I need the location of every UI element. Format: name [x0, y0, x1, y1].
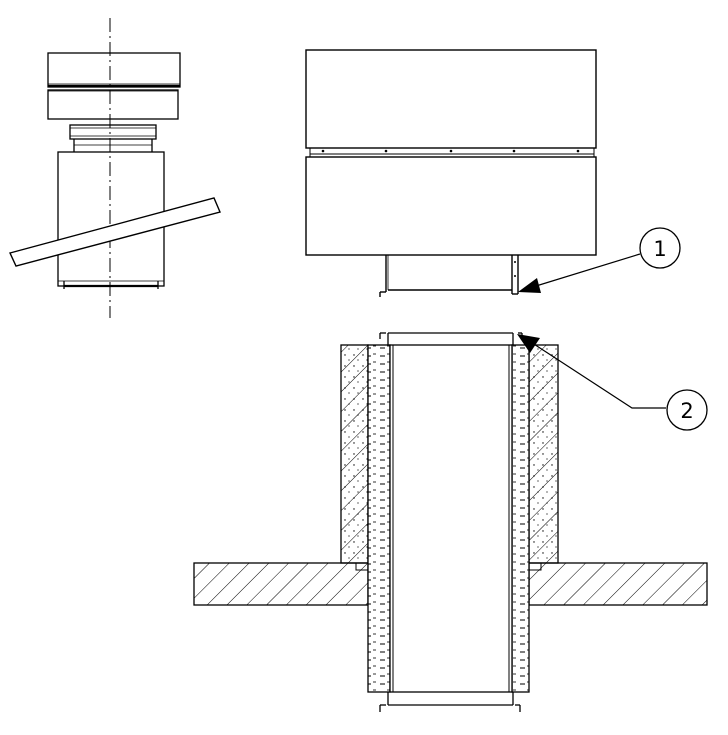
hood-band [309, 147, 595, 158]
inner-flue [389, 344, 513, 693]
floor-slab-left [193, 562, 369, 606]
callout-2: 2 [517, 334, 708, 431]
floor-slab-right [528, 562, 708, 606]
side-view-roof-penetration [9, 18, 221, 318]
callout-1-bubble [639, 227, 681, 269]
callout-1-number: 1 [653, 237, 666, 261]
hood-top [305, 49, 597, 149]
hood-bottom [305, 156, 597, 256]
front-view-hood [305, 49, 597, 297]
sloped-roof [9, 197, 221, 267]
rivets [321, 149, 580, 153]
cap-upper [47, 52, 181, 88]
section-view-chimney [193, 332, 708, 712]
collar [69, 124, 157, 140]
insulation-right [511, 344, 530, 693]
callout-2-number: 2 [680, 399, 693, 423]
insulation-left [367, 344, 391, 693]
cap-lower [47, 89, 179, 120]
callout-1: 1 [518, 227, 681, 293]
callout-2-bubble [666, 389, 708, 431]
